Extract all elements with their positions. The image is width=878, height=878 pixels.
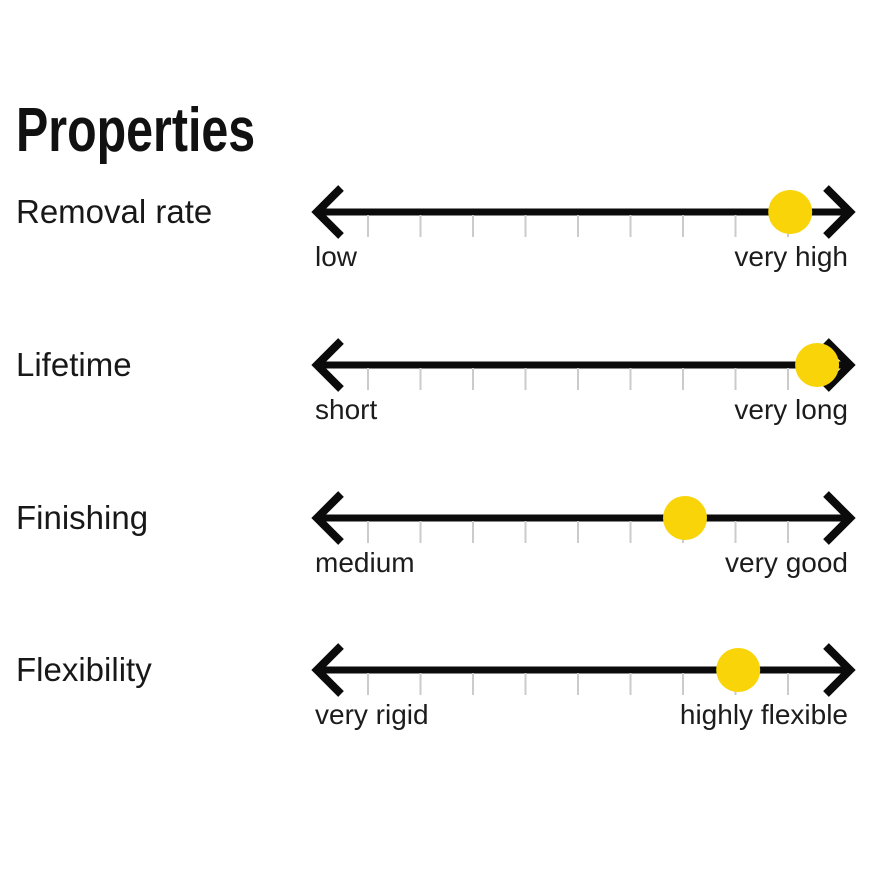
right-arrow-icon — [823, 491, 856, 545]
scale-min-label: low — [315, 241, 358, 272]
property-row-lifetime: Lifetime short very long — [0, 309, 878, 449]
value-marker — [716, 648, 761, 692]
scale-max-label: very high — [734, 241, 848, 272]
property-scale — [311, 643, 856, 697]
scale-min-label: very rigid — [315, 699, 429, 730]
property-scale — [311, 491, 856, 545]
tick-marks — [367, 368, 789, 390]
property-label: Flexibility — [16, 651, 152, 688]
scale-end-labels: very rigid highly flexible — [315, 698, 848, 732]
scale-end-labels: low very high — [315, 240, 848, 274]
left-arrow-icon — [311, 643, 344, 697]
left-arrow-icon — [311, 338, 344, 392]
scale-max-label: very long — [734, 394, 848, 425]
property-row-flexibility: Flexibility very rigid highly flexible — [0, 614, 878, 754]
value-marker — [768, 190, 813, 234]
property-row-removal-rate: Removal rate low very high — [0, 156, 878, 296]
page-title: Properties — [16, 96, 256, 165]
property-scale — [311, 185, 856, 239]
property-label: Removal rate — [16, 193, 213, 230]
scale-end-labels: medium very good — [315, 546, 848, 580]
scale-max-label: very good — [725, 547, 848, 578]
right-arrow-icon — [823, 643, 856, 697]
property-label: Lifetime — [16, 346, 132, 383]
right-arrow-icon — [823, 338, 856, 392]
property-scale — [311, 338, 856, 392]
value-marker — [663, 496, 707, 540]
property-row-finishing: Finishing medium very good — [0, 462, 878, 602]
left-arrow-icon — [311, 491, 344, 545]
scale-min-label: medium — [315, 547, 415, 578]
scale-min-label: short — [315, 394, 378, 425]
tick-marks — [367, 215, 789, 237]
value-marker — [795, 343, 840, 387]
property-label: Finishing — [16, 499, 149, 536]
scale-max-label: highly flexible — [679, 699, 848, 730]
left-arrow-icon — [311, 185, 344, 239]
tick-marks — [367, 521, 789, 543]
scale-end-labels: short very long — [315, 393, 848, 427]
right-arrow-icon — [823, 185, 856, 239]
